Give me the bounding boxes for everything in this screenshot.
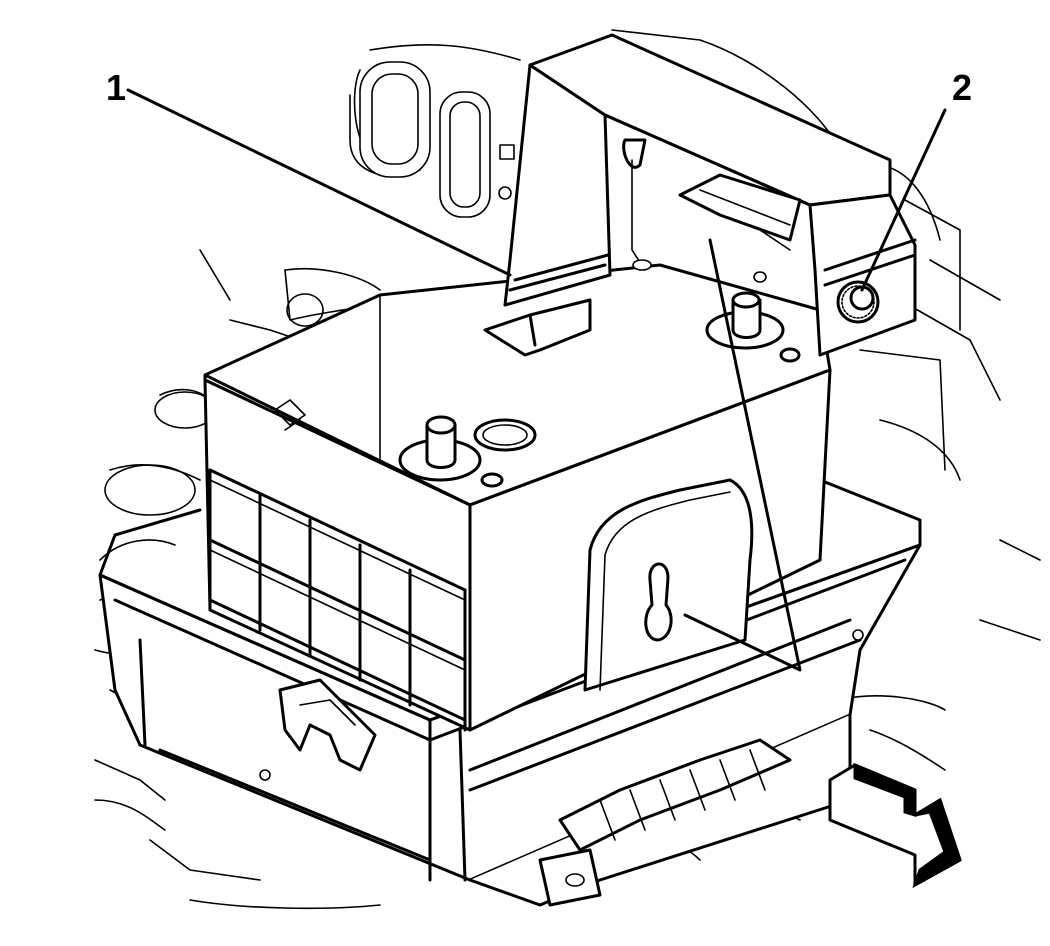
callout-2-leader [860, 108, 947, 292]
retainer-right-leg [808, 193, 917, 357]
battery-hold-down-retainer [483, 33, 917, 357]
callout-1-label: 1 [106, 67, 126, 108]
battery-cell-grid [208, 468, 467, 732]
keyhole-icon [644, 562, 673, 642]
callout-2-label: 2 [952, 67, 972, 108]
callout-1-leader [126, 88, 512, 277]
view-reference-lines [683, 238, 802, 672]
battery [203, 263, 832, 732]
hold-down-bolt [836, 280, 880, 324]
forward-direction-arrow [828, 762, 962, 889]
battery-terminal-rear [705, 291, 801, 363]
battery-terminal-front [398, 415, 537, 488]
